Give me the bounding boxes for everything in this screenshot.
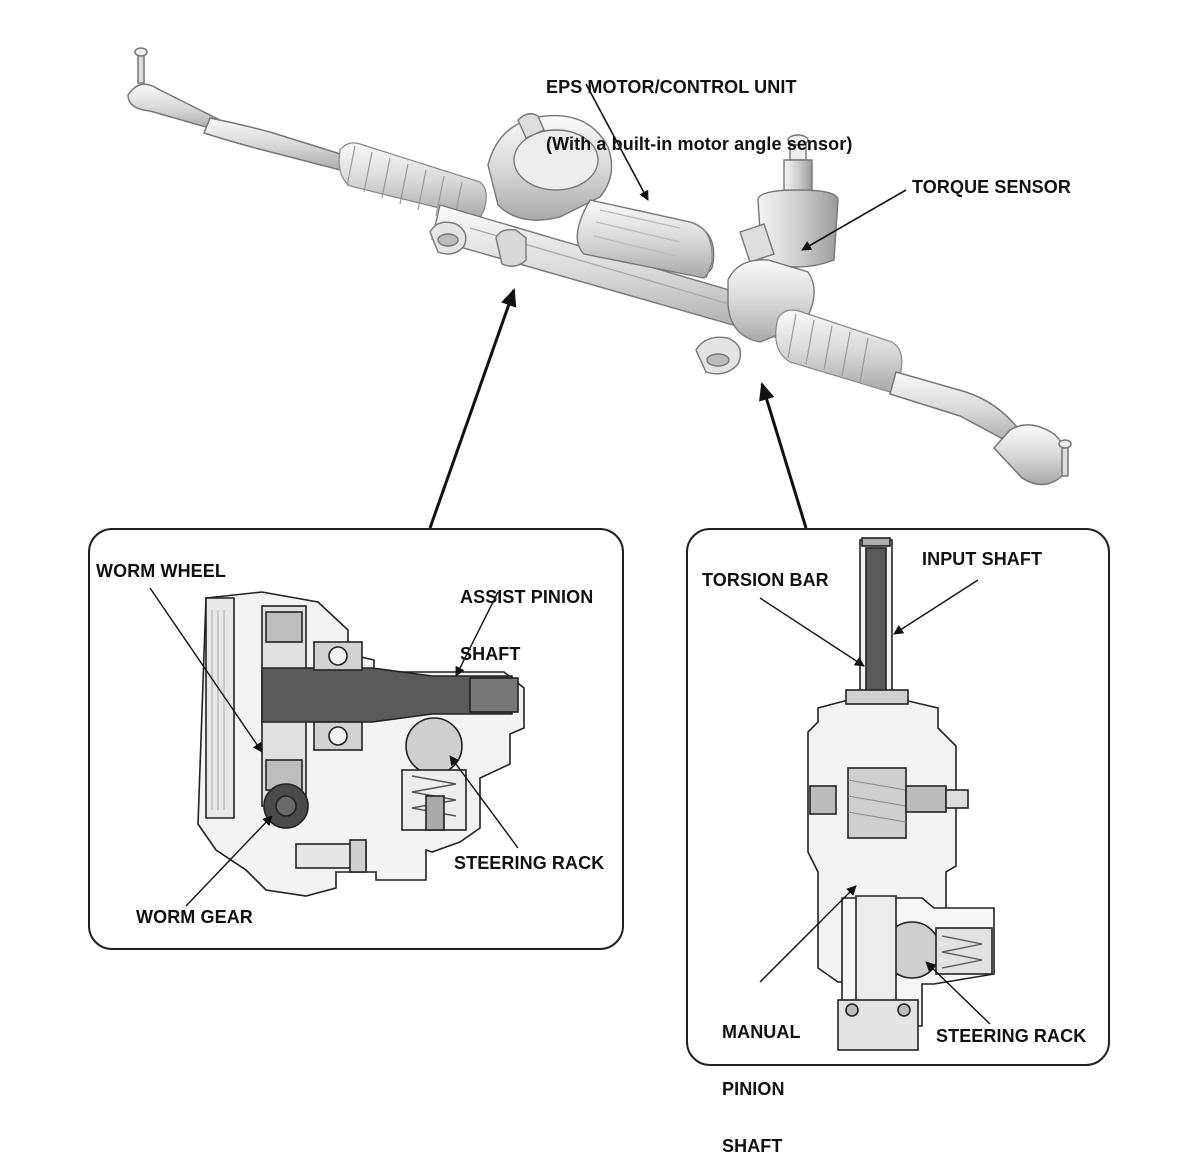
left-tie-rod [127, 47, 352, 172]
left-mount [429, 221, 527, 267]
worm-gear-leader [185, 815, 273, 907]
right-inset-leaders [759, 579, 991, 1025]
right-boot [775, 309, 903, 393]
input-shaft-leader [893, 579, 979, 635]
assist-pinion-leader [455, 591, 499, 677]
eps-motor-label-line1: EPS MOTOR/CONTROL UNIT [546, 77, 797, 97]
eps-motor-label: EPS MOTOR/CONTROL UNIT (With a built-in … [546, 40, 852, 173]
torque-sensor-leader [801, 189, 907, 251]
assist-pinion-label-line2: SHAFT [460, 644, 521, 664]
torque-sensor-housing [727, 134, 839, 343]
torsion-bar-leader [759, 597, 865, 667]
manual-pinion-label-line1: MANUAL [722, 1022, 801, 1042]
right-inset-frame [686, 528, 1110, 1066]
main-leaders [585, 83, 907, 251]
worm-gear-label: WORM GEAR [136, 907, 253, 927]
torque-sensor-label: TORQUE SENSOR [912, 177, 1071, 197]
left-inset-pointer [428, 288, 517, 529]
left-boot [338, 142, 487, 223]
steering-rack-right-leader [925, 961, 991, 1025]
pinion-section [807, 537, 995, 1051]
torsion-bar-label: TORSION BAR [702, 570, 829, 590]
left-inset-leaders [149, 587, 519, 907]
eps-motor-leader [585, 83, 649, 201]
steering-gear-assembly [127, 47, 1072, 486]
eps-steering-diagram [127, 47, 1072, 1051]
input-shaft-label: INPUT SHAFT [922, 549, 1043, 569]
manual-pinion-leader [759, 885, 857, 983]
left-inset-frame [88, 528, 624, 950]
manual-pinion-label-line3: SHAFT [722, 1136, 783, 1156]
right-inset-pointer [759, 382, 808, 529]
assist-pinion-shaft-label: ASSIST PINION SHAFT [460, 550, 593, 683]
inset-pointers [428, 288, 808, 529]
worm-wheel-label: WORM WHEEL [96, 561, 226, 581]
right-tie-rod [889, 371, 1072, 486]
eps-motor-housing [487, 113, 715, 279]
eps-motor-label-line2: (With a built-in motor angle sensor) [546, 134, 853, 154]
assist-gear-section [197, 591, 525, 897]
manual-pinion-shaft-label: MANUAL PINION SHAFT [722, 985, 801, 1175]
steering-rack-right-label: STEERING RACK [936, 1026, 1087, 1046]
steering-rack-left-label: STEERING RACK [454, 853, 605, 873]
worm-wheel-leader [149, 587, 263, 753]
assist-pinion-label-line1: ASSIST PINION [460, 587, 594, 607]
right-mount [695, 336, 742, 375]
steering-rack-left-leader [449, 755, 519, 849]
manual-pinion-label-line2: PINION [722, 1079, 785, 1099]
